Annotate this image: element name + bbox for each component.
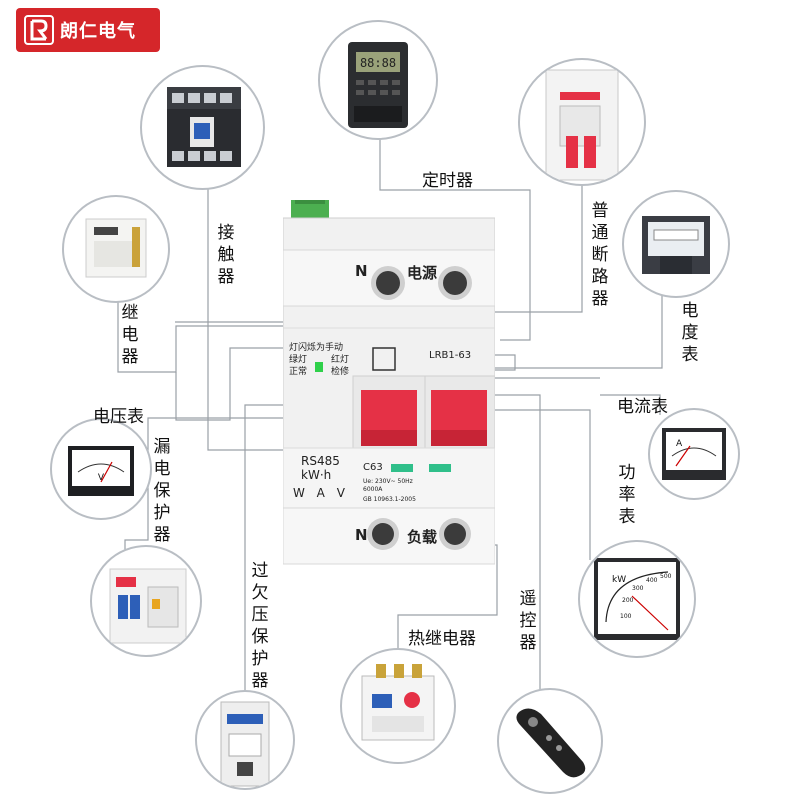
bottom-terminal-text: 负载 (407, 528, 438, 546)
indicator-text-red: 红灯 (331, 355, 350, 365)
over-under-voltage-protector-label: 过欠压保护器 (251, 561, 269, 691)
over-under-voltage-protector-image (195, 690, 295, 790)
indicator-text-repair: 检修 (331, 367, 350, 377)
contactor-image (140, 65, 265, 190)
circuit-breaker-label: 普通断路器 (591, 201, 609, 309)
thermal-relay-icon (361, 664, 435, 741)
circuit-breaker-image (518, 58, 646, 186)
voltmeter-image: V (50, 418, 152, 520)
svg-text:300: 300 (632, 585, 644, 592)
ammeter-label: 电流表 (617, 397, 668, 417)
bottom-terminal-letter: N (355, 526, 368, 544)
smart-breaker-product: N 电源 灯闪烁为手动 绿灯 红灯 正常 检修 LRB1-63 RS485 kW… (282, 182, 496, 568)
relay-label: 继电器 (121, 303, 139, 367)
spec-standard: GB 10963.1-2005 (363, 496, 416, 503)
brand-mark-icon (24, 15, 54, 45)
contactor-label: 接触器 (217, 223, 235, 287)
svg-text:500: 500 (660, 573, 672, 580)
unit-label: kW·h (301, 468, 332, 482)
svg-text:200: 200 (622, 597, 634, 604)
power-meter-label: 功率表 (618, 463, 636, 527)
energy-meter-icon (642, 216, 710, 274)
timer-display-text: 88:88 (360, 56, 396, 70)
ammeter-icon: A (662, 428, 726, 480)
energy-meter-image (622, 190, 730, 298)
leakage-protector-icon (109, 568, 187, 644)
relay-icon (85, 218, 147, 278)
indicator-text-line1: 灯闪烁为手动 (289, 343, 344, 353)
timer-icon: 88:88 (348, 42, 408, 128)
top-terminal-letter: N (355, 262, 368, 280)
relay-image (62, 195, 170, 303)
model-number: LRB1-63 (429, 350, 472, 361)
over-under-voltage-protector-icon (220, 701, 270, 787)
comm-label: RS485 (301, 454, 340, 468)
spec-voltage: Ue: 230V~ 50Hz (363, 478, 413, 485)
brand-name: 朗仁电气 (60, 21, 136, 42)
ammeter-image: A (648, 408, 740, 500)
timer-image: 88:88 (318, 20, 438, 140)
svg-text:100: 100 (620, 613, 632, 620)
energy-meter-label: 电度表 (681, 301, 699, 365)
leakage-protector-label: 漏电保护器 (153, 437, 171, 545)
voltmeter-unit-text: V (98, 473, 105, 483)
brand-logo: 朗仁电气 (16, 8, 160, 52)
voltmeter-label: 电压表 (93, 407, 144, 427)
timer-label: 定时器 (422, 171, 473, 191)
leakage-protector-image (90, 545, 202, 657)
top-terminal-text: 电源 (407, 264, 438, 282)
indicator-text-normal: 正常 (289, 367, 308, 377)
smart-breaker-graphic (282, 182, 496, 565)
power-meter-unit-text: kW (612, 575, 626, 585)
remote-control-icon (516, 708, 586, 778)
thermal-relay-label: 热继电器 (408, 629, 476, 649)
power-meter-icon: kW 100 200 300 400 500 (594, 558, 680, 640)
voltmeter-icon: V (68, 446, 134, 496)
power-meter-image: kW 100 200 300 400 500 (578, 540, 696, 658)
svg-text:400: 400 (646, 577, 658, 584)
thermal-relay-image (340, 648, 456, 764)
spec-capacity: 6000A (363, 486, 383, 493)
rating-label: C63 (363, 462, 383, 473)
contactor-icon (167, 87, 241, 167)
remote-control-image (497, 688, 603, 794)
circuit-breaker-icon (545, 69, 619, 181)
ammeter-unit-text: A (676, 439, 683, 449)
remote-control-label: 遥控器 (519, 589, 537, 653)
meter-icons-text: W A V (293, 486, 349, 500)
indicator-text-green: 绿灯 (289, 355, 308, 365)
